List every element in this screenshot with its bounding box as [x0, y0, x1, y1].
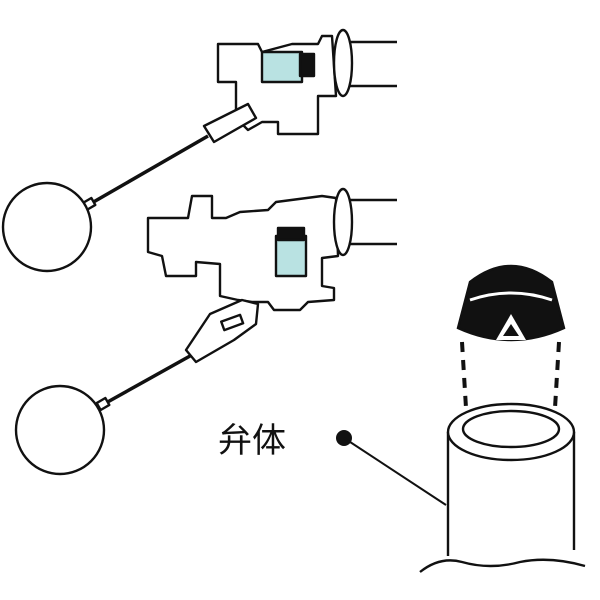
- valve-cap-body: [456, 264, 566, 342]
- top-valve-window: [260, 50, 304, 84]
- ground-line: [419, 558, 586, 573]
- bottom-lever-arm: [184, 298, 260, 364]
- top-valve-assembly: [1, 28, 397, 273]
- cap-guide-left: [460, 341, 468, 409]
- valve-body-inner-bore: [461, 409, 561, 449]
- bottom-pipe: [342, 198, 397, 246]
- bottom-rod-clip: [95, 396, 111, 412]
- callout-leader-line: [343, 437, 447, 506]
- bottom-valve-housing: [146, 194, 340, 312]
- bottom-lever-slot: [220, 313, 245, 332]
- valve-body-label: 弁体: [218, 421, 286, 461]
- cap-guide-right: [553, 341, 561, 409]
- valve-body-assembly: [419, 264, 586, 573]
- bottom-flange: [332, 187, 354, 257]
- bottom-float-ball: [14, 384, 106, 476]
- bottom-float-rod: [103, 354, 191, 406]
- top-lever-arm: [202, 102, 258, 144]
- bottom-valve-window: [274, 234, 308, 278]
- valve-cap-ridge: [469, 291, 553, 302]
- top-float-rod: [89, 134, 209, 206]
- valve-cap: [456, 264, 566, 342]
- top-float-ball: [1, 181, 93, 273]
- cap-mark-inner: [503, 324, 519, 336]
- top-window-plunger: [298, 52, 316, 78]
- bottom-window-plunger: [276, 226, 306, 242]
- top-flange: [332, 28, 354, 98]
- valve-body-callout: 弁体: [218, 421, 447, 506]
- bottom-valve-assembly: [14, 187, 397, 476]
